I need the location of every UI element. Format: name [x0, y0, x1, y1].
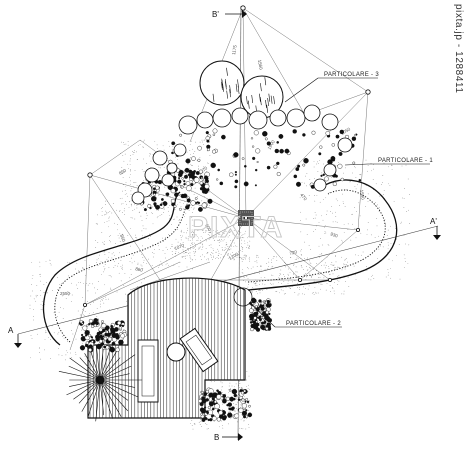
survey-points [83, 5, 371, 307]
tree-canopy-1 [199, 60, 245, 106]
deck-lounger [179, 327, 219, 373]
dimension-label: 2550 [60, 291, 71, 296]
svg-text:A': A' [430, 217, 437, 226]
stock-credit: pixta.jp - 1288411 [453, 4, 464, 94]
svg-text:B: B [214, 433, 219, 442]
svg-text:PARTICOLARE - 2: PARTICOLARE - 2 [286, 321, 341, 327]
dimension-label: 720 [289, 249, 298, 256]
watermark: PIXTA [188, 211, 284, 244]
svg-text:PARTICOLARE - 1: PARTICOLARE - 1 [378, 158, 433, 164]
dimension-label: 1900 [267, 139, 277, 151]
deck-bench [137, 339, 159, 403]
dimension-label: 860 [135, 266, 144, 273]
detail-callout-3: PARTICOLARE - 3 [284, 72, 379, 103]
detail-circle-2 [233, 287, 253, 307]
dimension-label: 1540 [359, 189, 366, 200]
dimension-label: 930 [330, 231, 339, 238]
dimension-label: 1560 [257, 59, 264, 70]
section-marker-a-right: A' [430, 217, 441, 240]
dimension-label: 1200 [228, 251, 240, 261]
svg-text:A: A [8, 326, 14, 335]
shrub-masses [79, 128, 362, 422]
dimension-label: 850 [119, 234, 126, 243]
dimension-label: 1270 [197, 165, 208, 176]
garden-path [42, 179, 398, 346]
flowering-shrubs [131, 104, 353, 205]
dimension-label: 600 [204, 223, 212, 232]
section-marker-b-bottom: B [214, 433, 243, 442]
svg-text:PARTICOLARE - 3: PARTICOLARE - 3 [324, 72, 379, 78]
section-marker-b-top: B' [212, 10, 247, 19]
wooden-deck [87, 277, 253, 419]
section-marker-a-left: A [8, 326, 22, 348]
svg-text:B': B' [212, 10, 219, 19]
detail-callout-1: PARTICOLARE - 1 [344, 158, 433, 166]
dimension-label: 1070 [174, 243, 186, 251]
dimension-label: 1175 [231, 44, 238, 55]
detail-callout-2: PARTICOLARE - 2 [249, 302, 342, 328]
radial-tree-symbol [58, 338, 143, 422]
dimension-label: 1050 [340, 126, 352, 136]
dimension-label: 470 [299, 192, 308, 201]
round-table [166, 342, 186, 362]
dimension-label: 890 [118, 168, 127, 176]
